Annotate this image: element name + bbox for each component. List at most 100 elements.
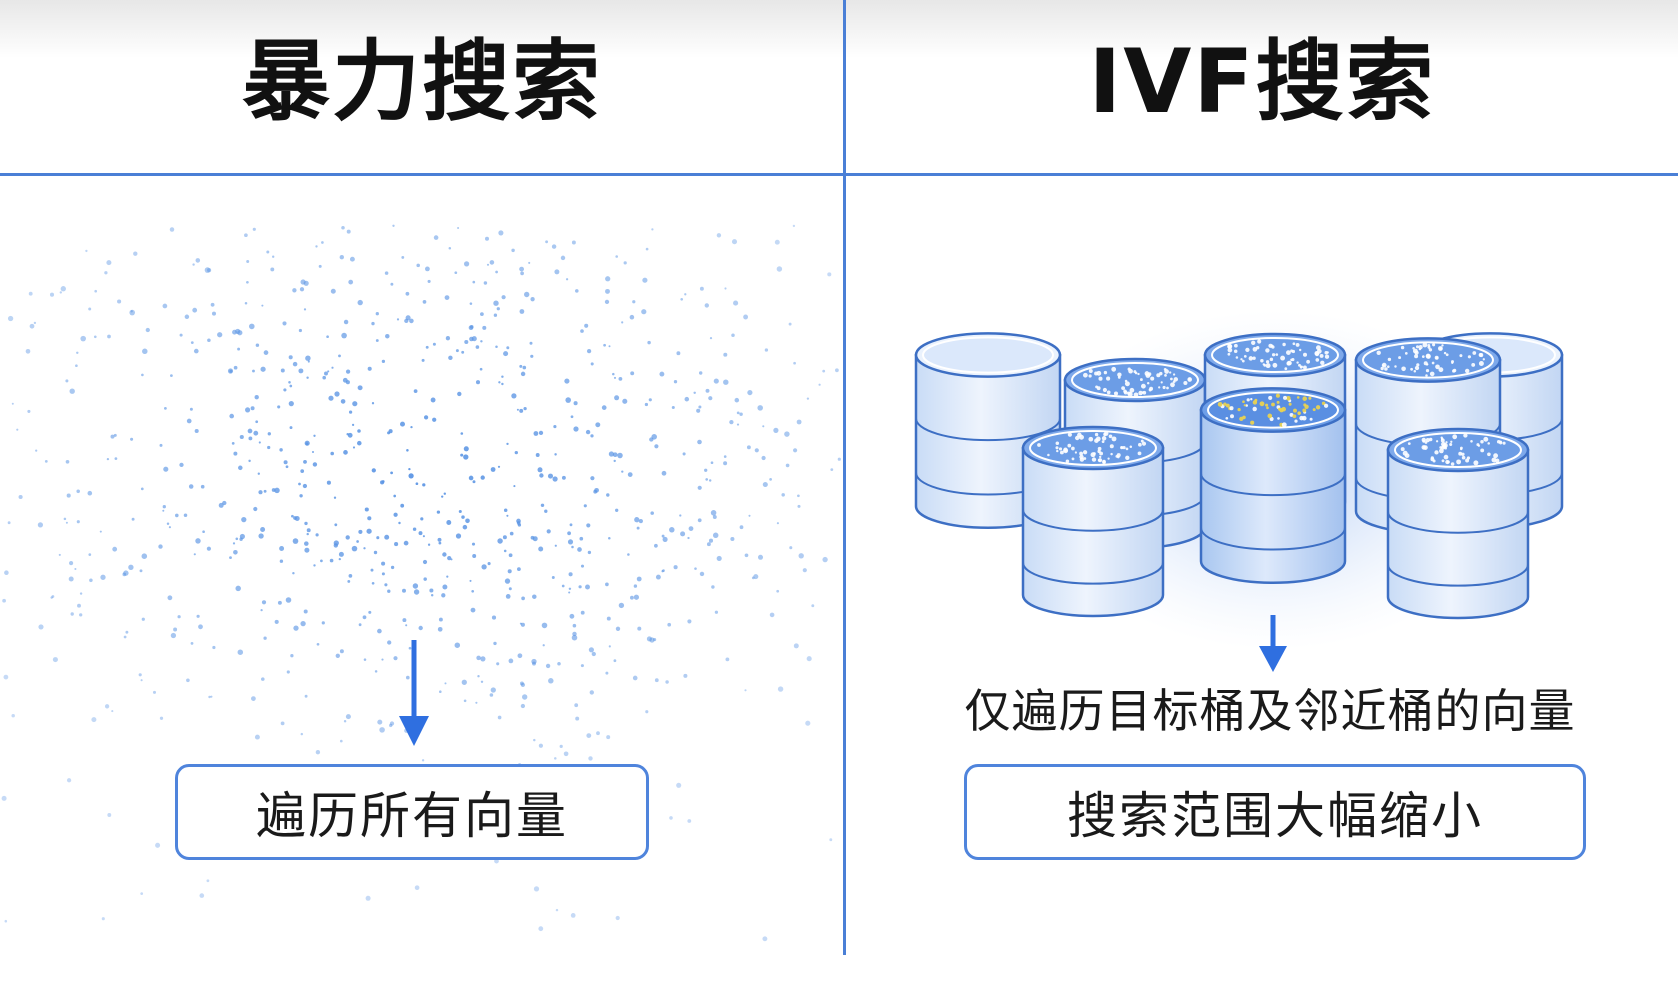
bucket-vector-point — [1133, 392, 1139, 398]
bucket-vector-point — [1265, 348, 1270, 353]
bucket-vector-point — [1120, 446, 1124, 450]
vector-point — [693, 391, 696, 395]
vector-point — [578, 585, 582, 589]
vector-point — [835, 368, 839, 373]
bucket-vector-point — [1156, 373, 1161, 378]
vector-point — [606, 616, 611, 621]
vector-point — [155, 842, 161, 848]
vector-point — [357, 299, 363, 306]
vector-point — [519, 266, 524, 272]
vector-point — [613, 459, 616, 463]
vector-point — [291, 514, 294, 518]
vector-point — [334, 523, 338, 527]
bucket-vector-point — [1252, 406, 1257, 412]
vector-point — [334, 391, 340, 397]
bucket-vector-point — [1122, 445, 1126, 450]
vector-point — [241, 516, 247, 523]
vector-point — [338, 551, 344, 557]
vector-point — [377, 719, 383, 725]
vector-point — [365, 895, 371, 901]
vector-point — [586, 733, 592, 739]
vector-point — [774, 239, 780, 245]
vector-point — [282, 321, 287, 326]
vector-point — [519, 681, 524, 686]
vector-point — [470, 607, 476, 613]
vector-point — [520, 371, 526, 377]
vector-point — [375, 312, 379, 316]
bucket-vector-point — [1246, 398, 1250, 402]
vector-point — [321, 241, 324, 244]
bucket-vector-point — [1315, 405, 1321, 410]
vector-point — [65, 379, 69, 383]
vector-point — [315, 245, 318, 248]
vector-point — [520, 703, 526, 709]
vector-point — [422, 300, 427, 304]
bucket-vector-point — [1055, 441, 1060, 445]
vector-point — [811, 604, 815, 608]
vector-point — [28, 291, 33, 296]
bucket-vector-point — [1101, 440, 1105, 443]
vector-point — [761, 455, 766, 461]
bucket-vector-point — [1400, 345, 1405, 350]
vector-point — [806, 397, 810, 400]
bucket-vector-point — [1129, 387, 1135, 393]
bucket-vector-point — [1464, 368, 1470, 374]
vector-point — [757, 554, 764, 560]
vector-point — [736, 423, 740, 426]
vector-point — [298, 482, 301, 486]
ivf-label-box: 搜索范围大幅缩小 — [964, 764, 1586, 860]
vector-point — [173, 627, 178, 632]
vector-point — [199, 893, 205, 898]
bucket-vector-point — [1413, 369, 1417, 373]
bucket-vector-point — [1268, 395, 1273, 400]
bucket-vector-point — [1229, 406, 1234, 411]
vector-point — [258, 490, 263, 495]
vector-point — [208, 695, 211, 699]
vector-point — [339, 255, 344, 260]
bucket-vector-point — [1303, 352, 1307, 357]
vector-point — [422, 535, 425, 538]
vector-point — [608, 451, 615, 457]
vector-point — [175, 513, 179, 518]
vector-point — [458, 509, 462, 514]
vector-point — [508, 587, 512, 591]
vector-point — [480, 312, 484, 316]
vector-point — [630, 595, 634, 600]
vector-point — [257, 472, 260, 475]
vector-point — [217, 332, 223, 338]
vector-point — [398, 521, 401, 525]
bucket-vector-point — [1095, 385, 1099, 389]
vector-point — [579, 536, 584, 541]
vector-point — [384, 583, 388, 587]
vector-point — [247, 428, 253, 434]
bucket-vector-point — [1294, 419, 1298, 423]
vector-point — [580, 664, 584, 668]
vector-point — [11, 713, 15, 718]
bucket-vector-point — [1480, 440, 1484, 444]
vector-point — [343, 450, 348, 455]
bucket-vector-point — [1162, 385, 1166, 390]
vector-point — [403, 540, 409, 546]
vector-point — [502, 535, 507, 540]
vector-point — [315, 533, 319, 537]
vector-point — [684, 396, 690, 402]
vector-point — [437, 537, 442, 542]
bucket-vector-point — [1106, 390, 1111, 395]
bucket-vector-point — [1283, 395, 1287, 400]
vector-point — [4, 570, 9, 575]
vector-point — [532, 661, 536, 666]
vector-point — [345, 380, 350, 385]
vector-point — [384, 271, 389, 275]
bucket-vector-point — [1449, 442, 1453, 447]
vector-point — [501, 375, 504, 378]
vector-point — [416, 263, 420, 268]
vector-point — [370, 568, 374, 572]
vector-point — [697, 485, 702, 490]
vector-point — [705, 388, 710, 393]
bucket-vector-point — [1280, 355, 1286, 361]
vector-point — [193, 553, 196, 556]
vector-point — [324, 371, 328, 376]
vector-point — [708, 396, 713, 401]
vector-point — [200, 484, 205, 489]
vector-point — [255, 420, 259, 424]
